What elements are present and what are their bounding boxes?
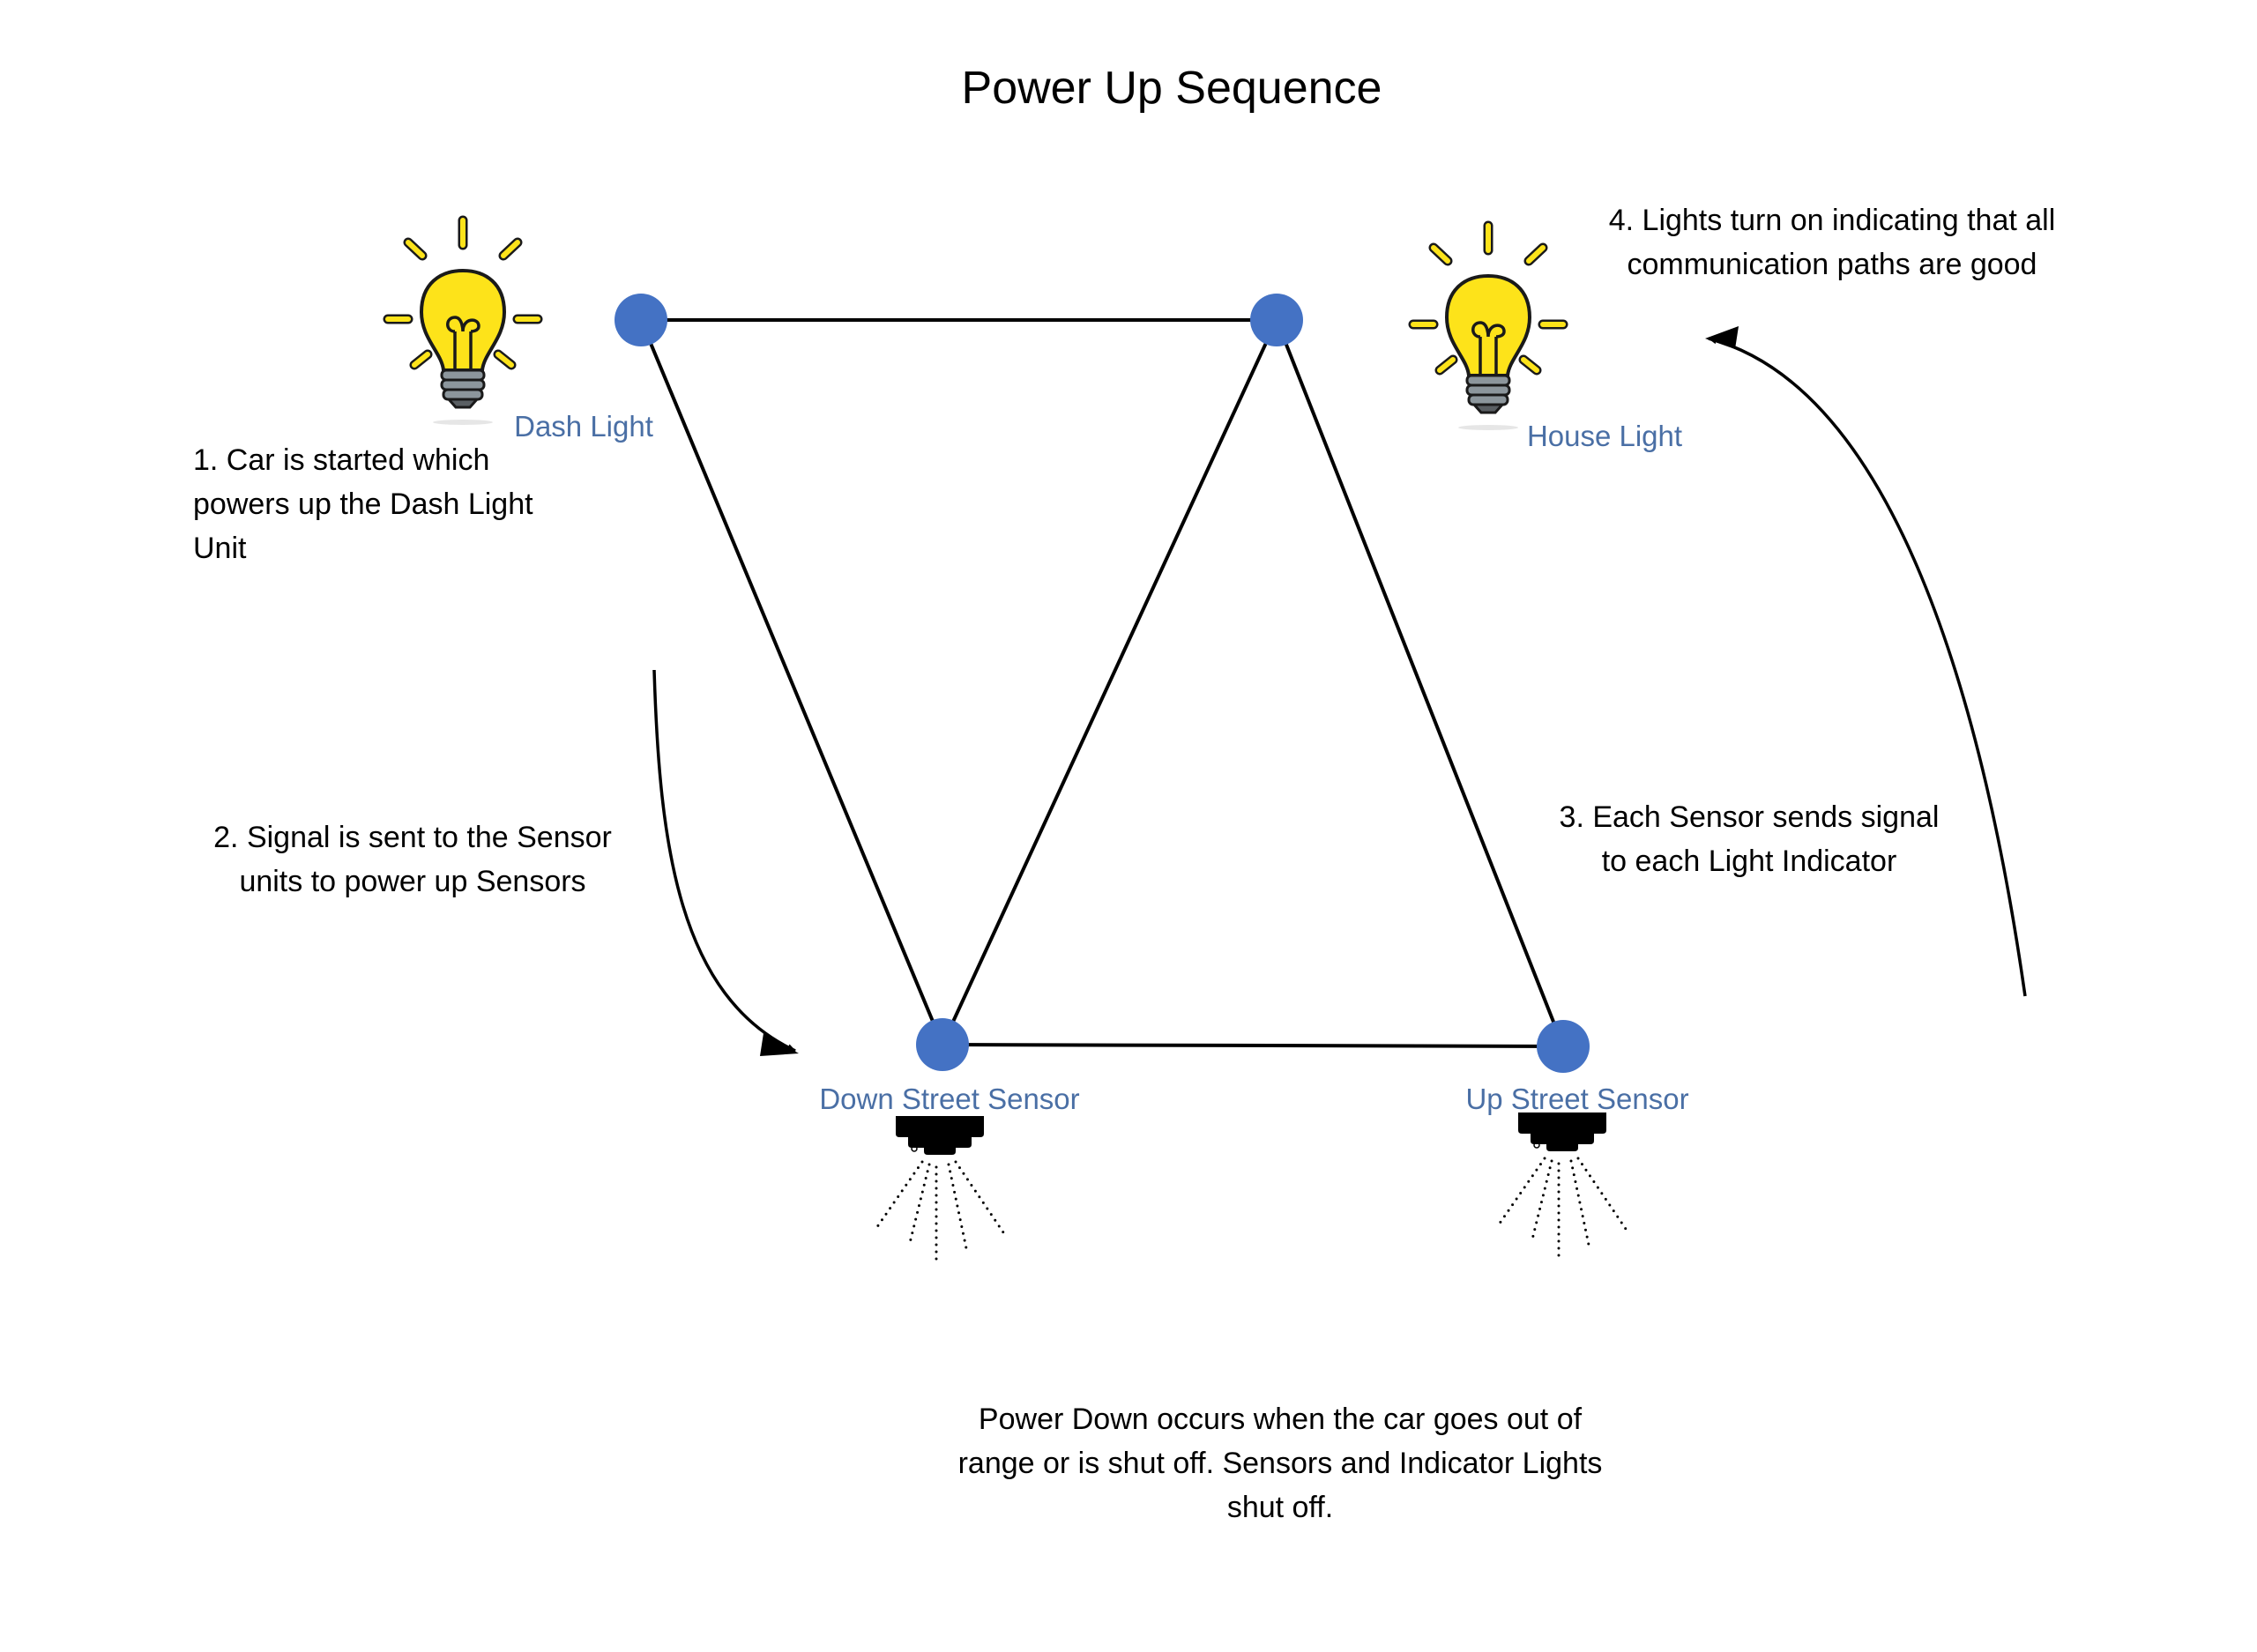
step-4-line: 4. Lights turn on indicating that all [1608, 204, 2056, 237]
diagram-title: Power Up Sequence [961, 63, 1382, 114]
step-3-line: 3. Each Sensor sends signal [1559, 800, 1940, 834]
step-3-line: to each Light Indicator [1601, 845, 1897, 878]
step-3-text: 3. Each Sensor sends signal to each Ligh… [1560, 795, 1940, 883]
label-dash-light: Dash Light [514, 410, 653, 443]
power-down-note: Power Down occurs when the car goes out … [958, 1397, 1603, 1529]
node-up-street-sensor [1537, 1020, 1590, 1073]
edge-house-to-up-sensor [1275, 319, 1565, 1047]
step-4-text: 4. Lights turn on indicating that all co… [1609, 198, 2056, 286]
step-1-line: 1. Car is started which [193, 443, 490, 477]
step-4-arrowhead-icon [1705, 326, 1739, 349]
edge-dash-to-down-sensor [639, 319, 944, 1046]
step-2-arrow [652, 669, 796, 1053]
node-down-street-sensor [916, 1018, 969, 1071]
motion-sensor-icon [1495, 1111, 1628, 1261]
step-2-line: 2. Signal is sent to the Sensor [213, 821, 612, 854]
step-4-line: communication paths are good [1627, 248, 2037, 281]
edge-house-to-down-sensor [941, 319, 1278, 1046]
step-1-line: powers up the Dash Light [193, 487, 533, 521]
light-bulb-icon [1413, 226, 1563, 430]
edge-down-to-up-sensor [942, 1043, 1564, 1048]
step-4-arrow [1708, 337, 2027, 997]
step-1-line: Unit [193, 532, 247, 565]
node-house-light [1250, 294, 1303, 346]
node-dash-light [615, 294, 667, 346]
power-down-line: range or is shut off. Sensors and Indica… [957, 1447, 1603, 1480]
step-2-arrowhead-icon [760, 1033, 799, 1056]
step-1-text: 1. Car is started which powers up the Da… [193, 438, 533, 570]
step-2-text: 2. Signal is sent to the Sensor units to… [213, 815, 612, 904]
light-bulb-icon [388, 220, 538, 425]
step-2-line: units to power up Sensors [239, 865, 586, 898]
power-down-line: shut off. [1226, 1491, 1334, 1524]
power-down-line: Power Down occurs when the car goes out … [978, 1403, 1583, 1436]
connector-lines [639, 318, 1565, 1048]
label-down-street-sensor: Down Street Sensor [819, 1083, 1080, 1115]
label-house-light: House Light [1526, 420, 1683, 452]
label-up-street-sensor: Up Street Sensor [1465, 1083, 1689, 1115]
motion-sensor-icon [873, 1114, 1005, 1264]
